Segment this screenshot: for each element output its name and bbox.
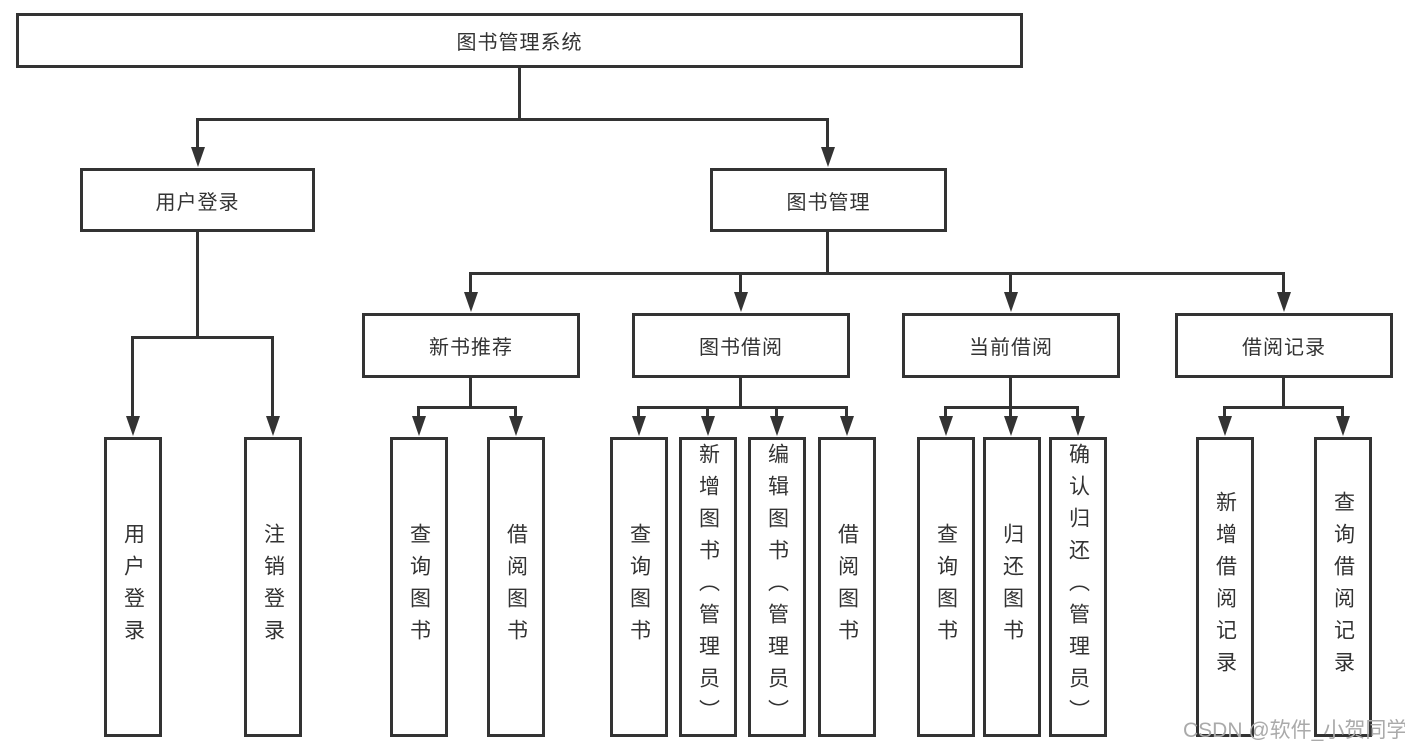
connector-line [131, 336, 274, 339]
leaf-add-books-admin: 新增图书（管理员） [679, 437, 737, 737]
leaf-label: 新增图书（管理员） [696, 443, 720, 731]
connector-line [196, 118, 829, 121]
leaf-query-books: 查询图书 [917, 437, 975, 737]
arrow-down-icon [1218, 416, 1232, 436]
leaf-borrow-books: 借阅图书 [818, 437, 876, 737]
connector-line [196, 118, 199, 150]
arrow-down-icon [191, 147, 205, 167]
arrow-down-icon [126, 416, 140, 436]
node-label: 新书推荐 [429, 337, 513, 359]
arrow-down-icon [266, 416, 280, 436]
connector-line [196, 232, 199, 336]
leaf-borrow-books: 借阅图书 [487, 437, 545, 737]
arrow-down-icon [939, 416, 953, 436]
connector-line [637, 406, 848, 409]
leaf-label: 借阅图书 [835, 523, 859, 651]
connector-line [1341, 406, 1344, 417]
leaf-label: 用户登录 [121, 523, 145, 651]
connector-line [739, 378, 742, 407]
connector-line [131, 336, 134, 418]
node-current-borrow: 当前借阅 [902, 313, 1120, 378]
arrow-down-icon [1004, 416, 1018, 436]
node-book-management: 图书管理 [710, 168, 947, 232]
connector-line [826, 232, 829, 273]
connector-line [1076, 406, 1079, 417]
leaf-query-borrow-record: 查询借阅记录 [1314, 437, 1372, 737]
node-new-book-recommend: 新书推荐 [362, 313, 580, 378]
arrow-down-icon [840, 416, 854, 436]
node-root: 图书管理系统 [16, 13, 1023, 68]
leaf-label: 编辑图书（管理员） [765, 443, 789, 731]
connector-line [469, 272, 472, 294]
node-user-login: 用户登录 [80, 168, 315, 232]
connector-line [1009, 406, 1012, 417]
arrow-down-icon [1004, 292, 1018, 312]
leaf-label: 确认归还（管理员） [1066, 443, 1090, 731]
leaf-edit-books-admin: 编辑图书（管理员） [748, 437, 806, 737]
leaf-logout: 注销登录 [244, 437, 302, 737]
node-root-label: 图书管理系统 [456, 32, 583, 54]
connector-line [518, 66, 521, 118]
connector-line [775, 406, 778, 417]
connector-line [637, 406, 640, 417]
node-borrow-records: 借阅记录 [1175, 313, 1393, 378]
connector-line [739, 272, 742, 294]
arrow-down-icon [770, 416, 784, 436]
arrow-down-icon [464, 292, 478, 312]
arrow-down-icon [1071, 416, 1085, 436]
connector-line [271, 336, 274, 418]
leaf-query-books: 查询图书 [390, 437, 448, 737]
arrow-down-icon [1277, 292, 1291, 312]
arrow-down-icon [1336, 416, 1350, 436]
connector-line [514, 406, 517, 417]
leaf-confirm-return-admin: 确认归还（管理员） [1049, 437, 1107, 737]
node-label: 图书管理 [786, 191, 871, 214]
node-label: 借阅记录 [1242, 337, 1326, 359]
leaf-label: 查询借阅记录 [1331, 491, 1355, 683]
leaf-label: 查询图书 [407, 523, 431, 651]
leaf-label: 归还图书 [1000, 523, 1024, 651]
connector-line [845, 406, 848, 417]
watermark: CSDN @软件_小贺同学 [1183, 719, 1405, 742]
node-label: 图书借阅 [699, 337, 783, 359]
connector-line [1282, 378, 1285, 407]
arrow-down-icon [701, 416, 715, 436]
arrow-down-icon [821, 147, 835, 167]
connector-line [469, 378, 472, 407]
leaf-label: 借阅图书 [504, 523, 528, 651]
connector-line [1282, 272, 1285, 294]
arrow-down-icon [632, 416, 646, 436]
connector-line [1009, 378, 1012, 407]
leaf-label: 查询图书 [934, 523, 958, 651]
arrow-down-icon [734, 292, 748, 312]
leaf-query-books: 查询图书 [610, 437, 668, 737]
connector-line [417, 406, 420, 417]
connector-line [1223, 406, 1344, 409]
leaf-user-login: 用户登录 [104, 437, 162, 737]
connector-line [1009, 272, 1012, 294]
node-label: 用户登录 [155, 191, 240, 214]
connector-line [826, 118, 829, 150]
leaf-add-borrow-record: 新增借阅记录 [1196, 437, 1254, 737]
arrow-down-icon [509, 416, 523, 436]
connector-line [706, 406, 709, 417]
leaf-label: 新增借阅记录 [1213, 491, 1237, 683]
connector-line [1223, 406, 1226, 417]
connector-line [469, 272, 1285, 275]
node-label: 当前借阅 [969, 337, 1053, 359]
node-book-borrow: 图书借阅 [632, 313, 850, 378]
connector-line [417, 406, 517, 409]
arrow-down-icon [412, 416, 426, 436]
leaf-return-books: 归还图书 [983, 437, 1041, 737]
leaf-label: 查询图书 [627, 523, 651, 651]
connector-line [944, 406, 947, 417]
leaf-label: 注销登录 [261, 523, 285, 651]
